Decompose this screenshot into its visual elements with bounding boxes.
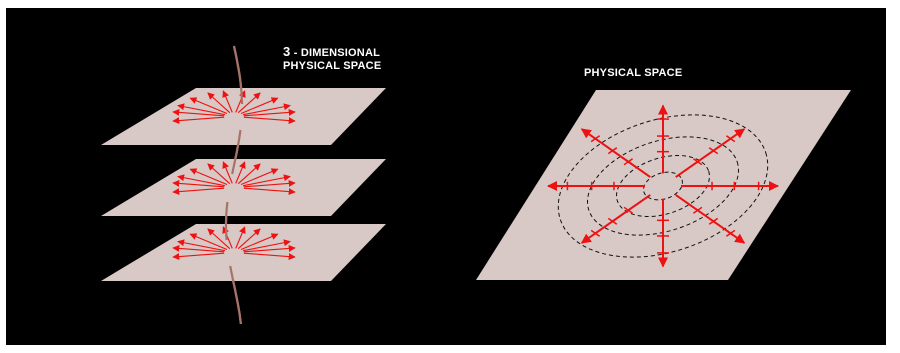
diagram-svg <box>101 45 851 325</box>
plane-3-arrow <box>207 228 231 250</box>
plane-3-arrow <box>172 252 225 261</box>
radial-arrow-tick <box>607 147 618 155</box>
string-segment <box>224 201 229 241</box>
plane-1-arrow <box>172 116 225 125</box>
plane-2-arrow <box>237 163 261 185</box>
plane-3 <box>101 224 386 281</box>
plane-1-arrow <box>189 97 228 115</box>
radial-arrow-tick <box>725 135 736 143</box>
radial-arrow-tick <box>607 217 618 225</box>
plane-2-arrow <box>240 168 279 186</box>
plane-3-arrow <box>243 252 296 261</box>
plane-1-arrow <box>222 90 233 113</box>
plane-1-arrow <box>242 103 291 116</box>
radial-arrow-tick <box>623 206 633 214</box>
plane-1-arrow <box>243 108 296 117</box>
radial-arrow-tick <box>708 217 719 225</box>
plane-2-arrow <box>189 168 228 186</box>
plane-3-arrow <box>243 244 296 253</box>
plane-2-arrow <box>243 179 296 188</box>
plane-3-arrow <box>240 233 279 251</box>
string-segment <box>229 265 242 325</box>
radial-arrow-tick <box>693 158 703 166</box>
radial-arrow-tick <box>590 229 601 237</box>
plane-3-arrow <box>172 244 225 253</box>
contour-ring <box>616 155 710 217</box>
plane-1 <box>101 88 386 145</box>
left-title: 3 - DIMENSIONAL PHYSICAL SPACE <box>283 45 381 73</box>
plane-3-arrow <box>177 239 226 252</box>
plane-2-arrow <box>207 163 231 185</box>
stacked-planes-group <box>101 45 386 325</box>
radial-arrow <box>580 194 651 244</box>
plane-3-arrow <box>235 226 246 249</box>
radial-arrow-tick <box>590 135 601 143</box>
contour-ring <box>587 136 739 236</box>
plane-1-arrow <box>237 92 261 114</box>
contour-ring <box>557 114 769 258</box>
string-segment <box>232 45 244 104</box>
radial-arrow-tick <box>725 229 736 237</box>
plane-2-arrow <box>243 187 296 196</box>
right-title: PHYSICAL SPACE <box>584 67 683 79</box>
plane-1-arrow <box>235 90 246 113</box>
string-segment <box>231 129 242 175</box>
plane-2-arrow <box>172 187 225 196</box>
radial-arrow <box>675 194 746 244</box>
plane-2-arrow <box>177 174 226 187</box>
plane-2-arrow <box>172 179 225 188</box>
plane-3-arrow <box>237 228 261 250</box>
left-title-line2: PHYSICAL SPACE <box>283 60 382 72</box>
radial-arrow <box>675 128 746 178</box>
plane-2-arrow <box>242 174 291 187</box>
plane-2-arrow <box>235 161 246 184</box>
plane-3-arrow <box>242 239 291 252</box>
radial-arrow-tick <box>623 158 633 166</box>
plane-1-arrow <box>240 97 279 115</box>
radial-arrow-tick <box>693 206 703 214</box>
plane-3-arrow <box>222 226 233 249</box>
plane-3-arrow <box>189 233 228 251</box>
right-plane <box>476 90 851 280</box>
single-plane-group <box>476 90 851 280</box>
plane-1-arrow <box>177 103 226 116</box>
plane-1-arrow <box>207 92 231 114</box>
radial-arrow-tick <box>708 147 719 155</box>
diagram-canvas: 3 - DIMENSIONAL PHYSICAL SPACE PHYSICAL … <box>6 8 886 345</box>
plane-1-arrow <box>243 116 296 125</box>
left-title-line1: - DIMENSIONAL <box>290 47 381 59</box>
contour-ring <box>643 171 683 201</box>
plane-1-arrow <box>172 108 225 117</box>
plane-2 <box>101 159 386 216</box>
radial-arrow <box>580 128 651 178</box>
plane-2-arrow <box>222 161 233 184</box>
left-title-number: 3 <box>283 44 291 59</box>
